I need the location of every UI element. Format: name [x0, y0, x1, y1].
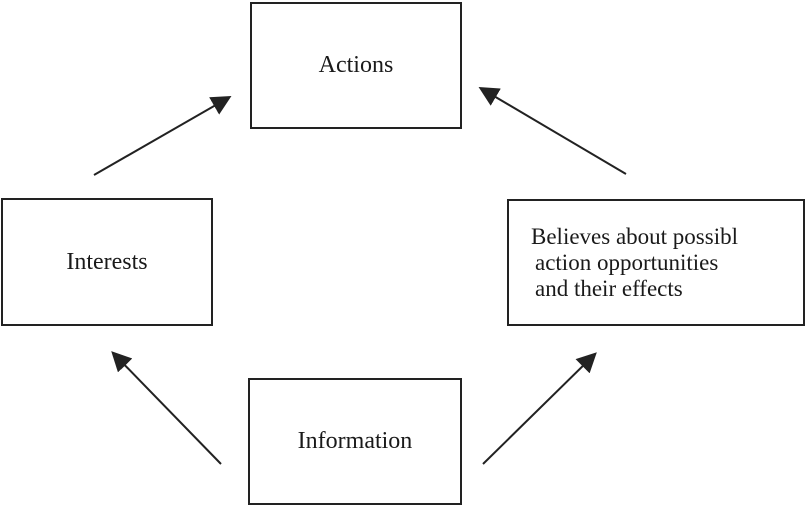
- arrow-interests-to-actions: [93, 96, 232, 176]
- information-label: Information: [297, 428, 413, 455]
- actions-box: Actions: [250, 2, 462, 129]
- beliefs-box: Believes about possibl action opportunit…: [507, 199, 805, 326]
- beliefs-text: Believes about possibl action opportunit…: [531, 224, 738, 302]
- information-box: Information: [248, 378, 462, 505]
- arrow-information-to-interests: [111, 351, 222, 465]
- beliefs-line: Believes about possibl: [531, 223, 738, 249]
- beliefs-line: and their effects: [535, 275, 683, 301]
- interests-box: Interests: [1, 198, 213, 326]
- arrow-information-to-beliefs: [482, 352, 597, 465]
- interests-label: Interests: [66, 248, 148, 275]
- arrow-beliefs-to-actions: [478, 86, 627, 175]
- actions-label: Actions: [318, 52, 394, 79]
- beliefs-line: action opportunities: [535, 249, 719, 275]
